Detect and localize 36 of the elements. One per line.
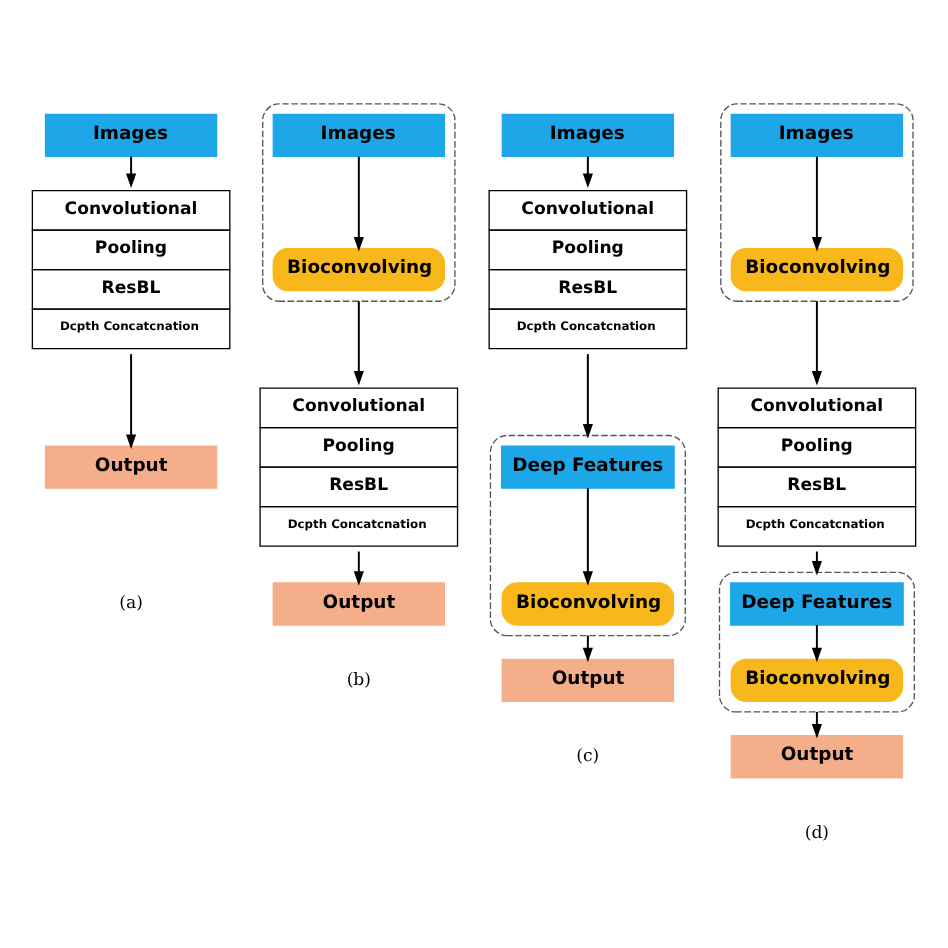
label: (b) (346, 669, 371, 690)
node-box: Bioconvolving (730, 246, 904, 291)
label: (c) (576, 746, 600, 767)
node-box: Bioconvolving (730, 657, 904, 702)
arrow (126, 352, 137, 449)
arrow (353, 154, 364, 251)
arrow (811, 154, 822, 251)
arrow (353, 549, 364, 585)
node-box: Output (272, 581, 446, 625)
arrow (582, 154, 593, 188)
arrow (353, 299, 364, 385)
node-box: Output (730, 733, 904, 778)
node-box: Bioconvolving (501, 581, 675, 625)
arrow (811, 623, 822, 662)
node-box: Images (730, 112, 904, 157)
node-box: Deep Features (730, 581, 904, 625)
node-box: Deep Features (500, 444, 675, 488)
arrow (811, 299, 822, 385)
arrow (811, 709, 822, 738)
cluster (489, 433, 686, 636)
label: (d) (804, 822, 830, 843)
arrow (582, 352, 593, 438)
node-box: Output (501, 657, 675, 702)
node-box: Images (272, 112, 446, 157)
label: (a) (119, 593, 143, 614)
arrow (582, 633, 593, 662)
arrow (582, 486, 593, 585)
arrow (126, 154, 137, 188)
node-box: Images (501, 112, 675, 157)
cluster (720, 102, 914, 301)
cluster (718, 570, 915, 712)
node-box: Images (44, 112, 218, 157)
node-box: Bioconvolving (272, 246, 446, 291)
cluster (262, 102, 456, 301)
arrow (811, 549, 822, 575)
node-box: Output (44, 444, 218, 488)
